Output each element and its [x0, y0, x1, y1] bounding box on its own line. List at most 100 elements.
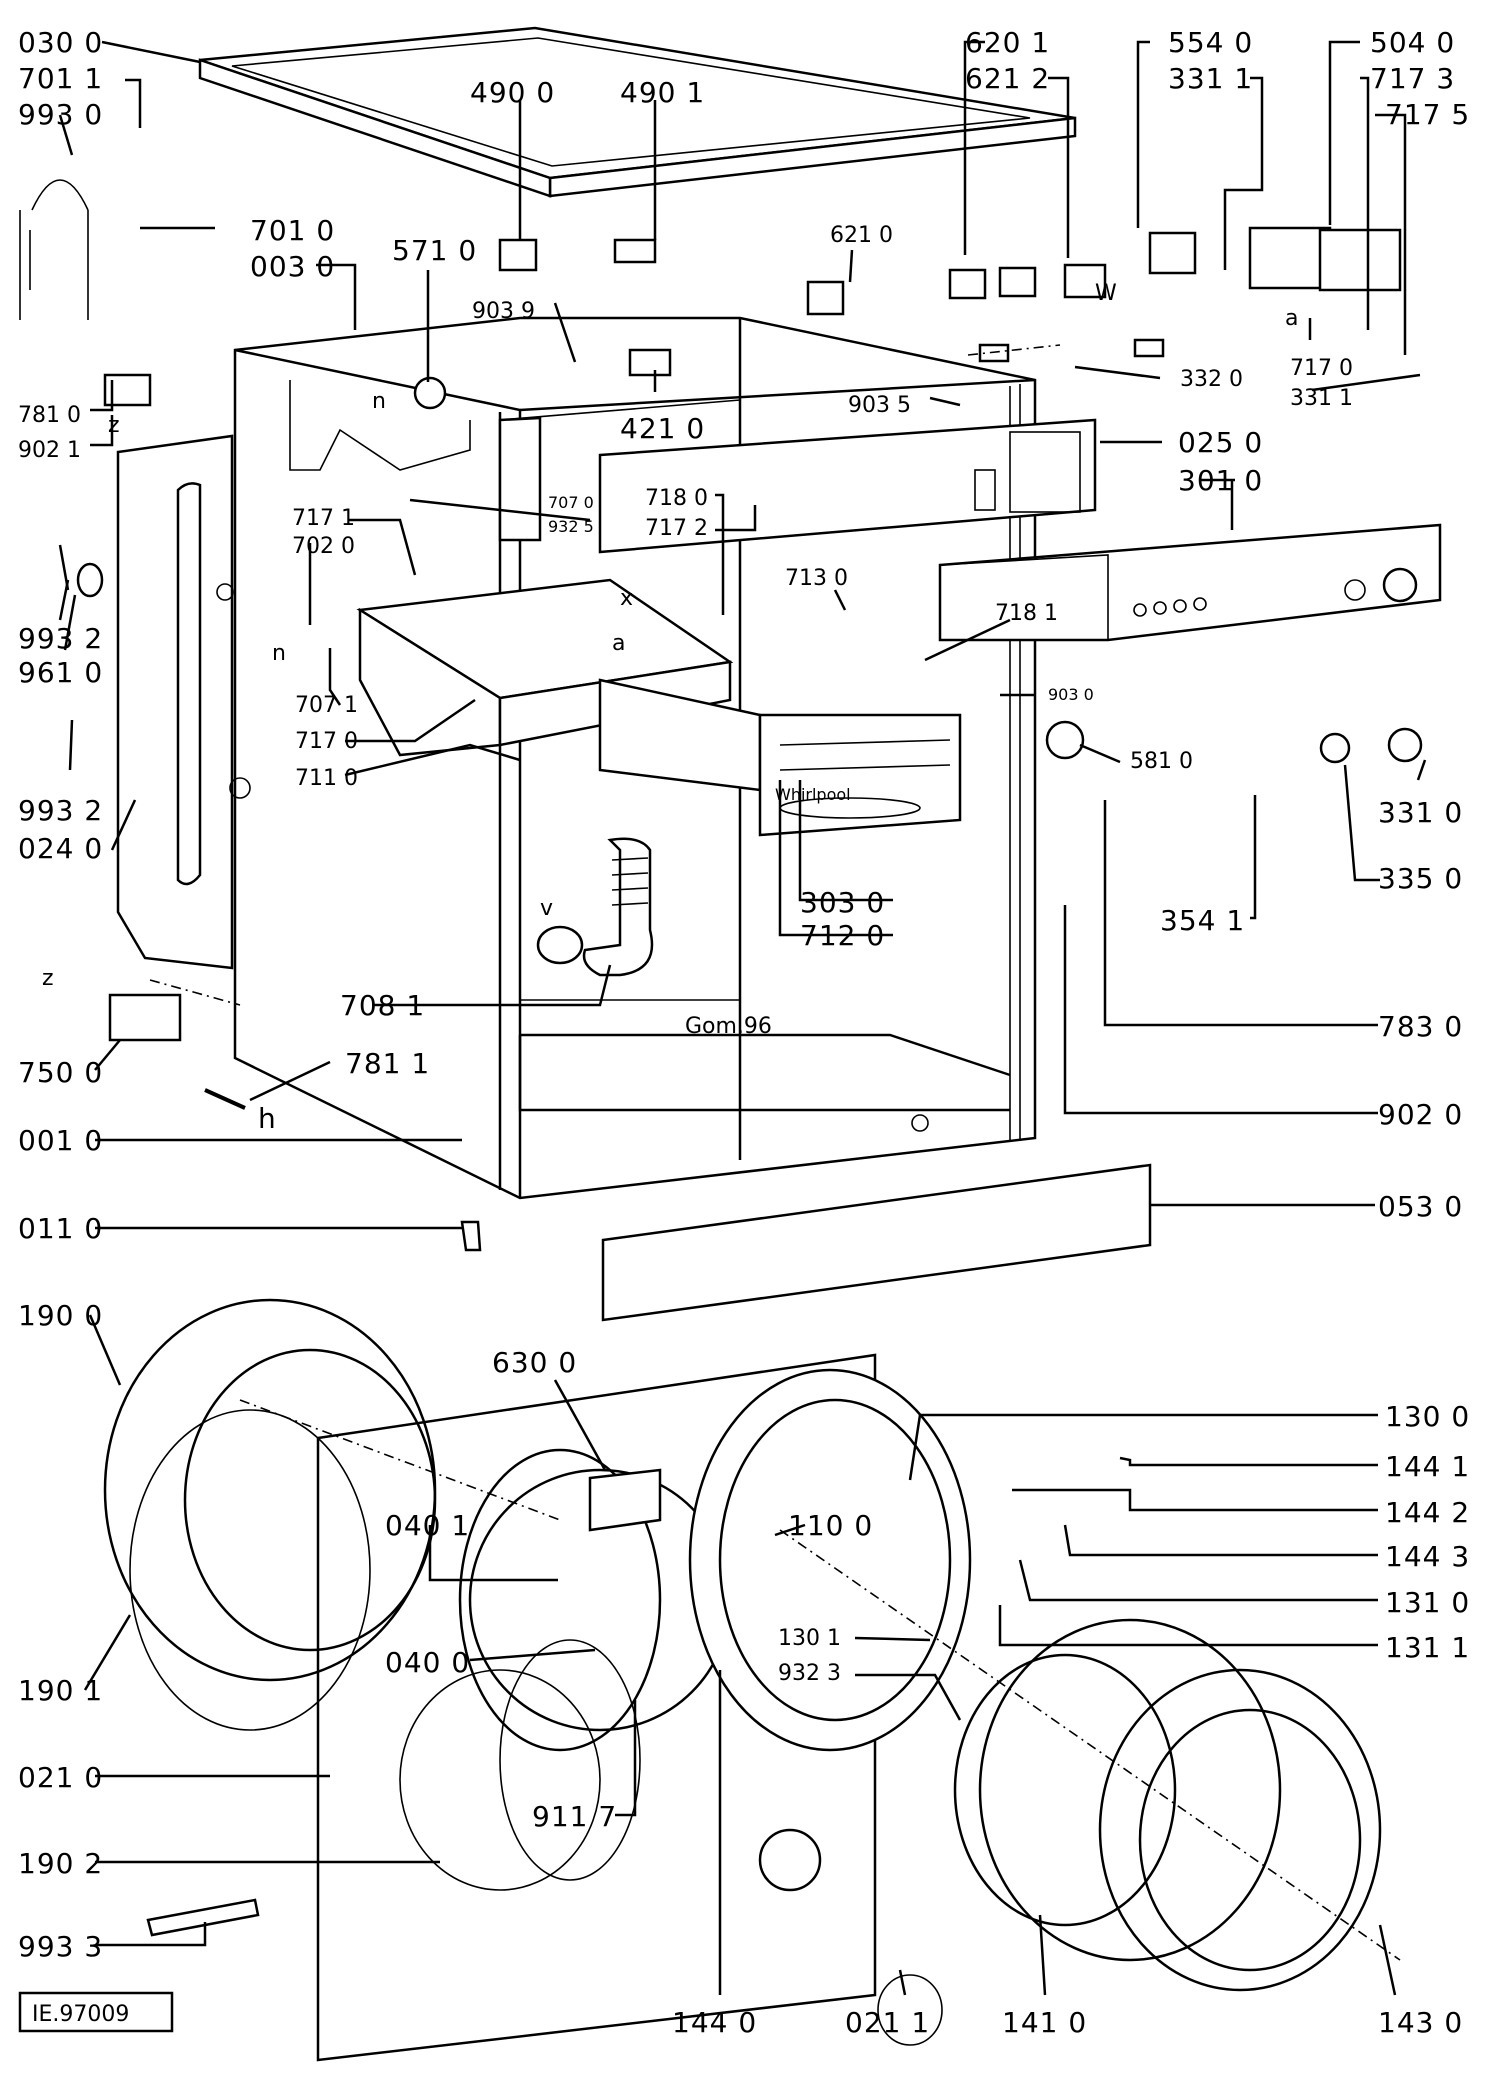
label-717-5: 717 5	[1385, 98, 1470, 131]
stamp-date: Gom.96	[685, 1014, 772, 1039]
label-131-1: 131 1	[1385, 1631, 1470, 1664]
label-902-0: 902 0	[1378, 1098, 1463, 1131]
label-717-0-right: 717 0	[1290, 356, 1353, 381]
label-781-1: 781 1	[345, 1047, 430, 1080]
label-490-0: 490 0	[470, 76, 555, 109]
label-581-0: 581 0	[1130, 749, 1193, 774]
drain-hose-part	[536, 837, 654, 977]
label-554-0: 554 0	[1168, 26, 1253, 59]
small-parts	[19, 179, 1423, 2046]
label-110-0: 110 0	[788, 1509, 873, 1542]
label-190-0: 190 0	[18, 1299, 103, 1332]
label-701-0: 701 0	[250, 214, 335, 247]
label-701-1: 701 1	[18, 62, 103, 95]
marker-w: W	[1095, 281, 1117, 306]
marker-z-left: z	[42, 966, 54, 991]
label-144-1: 144 1	[1385, 1450, 1470, 1483]
label-571-0: 571 0	[392, 234, 477, 267]
label-130-0: 130 0	[1385, 1400, 1470, 1433]
label-783-0: 783 0	[1378, 1010, 1463, 1043]
label-190-2: 190 2	[18, 1847, 103, 1880]
label-707-1: 707 1	[295, 693, 358, 718]
label-011-0: 011 0	[18, 1212, 103, 1245]
label-003-0: 003 0	[250, 250, 335, 283]
label-621-2: 621 2	[965, 62, 1050, 95]
label-131-0: 131 0	[1385, 1586, 1470, 1619]
reference-code-box: IE.97009	[18, 1991, 174, 2033]
label-301-0: 301 0	[1178, 464, 1263, 497]
plinth-part	[601, 1163, 1152, 1322]
label-620-1: 620 1	[965, 26, 1050, 59]
label-144-3: 144 3	[1385, 1540, 1470, 1573]
label-993-3: 993 3	[18, 1930, 103, 1963]
drum-part	[103, 1298, 437, 1731]
label-781-0: 781 0	[18, 403, 81, 428]
label-141-0: 141 0	[1002, 2006, 1087, 2039]
label-030-0: 030 0	[18, 26, 103, 59]
marker-h: h	[258, 1102, 277, 1135]
label-717-0: 717 0	[295, 729, 358, 754]
label-143-0: 143 0	[1378, 2006, 1463, 2039]
marker-v: v	[540, 896, 553, 921]
label-024-0: 024 0	[18, 832, 103, 865]
label-993-0: 993 0	[18, 98, 103, 131]
label-053-0: 053 0	[1378, 1190, 1463, 1223]
label-130-1: 130 1	[778, 1626, 841, 1651]
axis-dashes	[149, 344, 1401, 1961]
detergent-dispenser-part: Whirlpool	[356, 578, 962, 837]
label-421-0: 421 0	[620, 412, 705, 445]
label-190-1: 190 1	[18, 1674, 103, 1707]
label-993-2-top: 993 2	[18, 622, 103, 655]
label-961-0: 961 0	[18, 656, 103, 689]
label-718-1: 718 1	[995, 601, 1058, 626]
label-504-0: 504 0	[1370, 26, 1455, 59]
label-717-1: 717 1	[292, 506, 355, 531]
label-707-0: 707 0	[548, 493, 594, 512]
label-903-0: 903 0	[1048, 685, 1094, 704]
label-025-0: 025 0	[1178, 426, 1263, 459]
marker-n-left: n	[272, 641, 286, 666]
label-911-7: 911 7	[532, 1800, 617, 1833]
label-932-5: 932 5	[548, 517, 594, 536]
label-712-0: 712 0	[800, 919, 885, 952]
marker-a-right: a	[1285, 306, 1298, 331]
label-040-1: 040 1	[385, 1509, 470, 1542]
label-303-0: 303 0	[800, 886, 885, 919]
side-panel-part	[116, 434, 251, 970]
label-932-3: 932 3	[778, 1661, 841, 1686]
label-001-0: 001 0	[18, 1124, 103, 1157]
label-903-9: 903 9	[472, 299, 535, 324]
label-711-0: 711 0	[295, 766, 358, 791]
label-718-0: 718 0	[645, 486, 708, 511]
label-621-0: 621 0	[830, 223, 893, 248]
stamp-brand: Whirlpool	[775, 785, 851, 804]
label-702-0: 702 0	[292, 534, 355, 559]
label-331-1-top: 331 1	[1168, 62, 1253, 95]
label-750-0: 750 0	[18, 1056, 103, 1089]
label-993-2-bottom: 993 2	[18, 794, 103, 827]
label-021-0: 021 0	[18, 1761, 103, 1794]
label-335-0: 335 0	[1378, 862, 1463, 895]
marker-z-top: z	[108, 413, 120, 438]
label-332-0: 332 0	[1180, 367, 1243, 392]
leader-lines	[58, 40, 1427, 1996]
marker-x: x	[620, 586, 633, 611]
label-713-0: 713 0	[785, 566, 848, 591]
door-ring-part	[688, 1368, 1382, 1992]
label-717-2: 717 2	[645, 516, 708, 541]
label-331-0: 331 0	[1378, 796, 1463, 829]
label-708-1: 708 1	[340, 989, 425, 1022]
label-354-1: 354 1	[1160, 904, 1245, 937]
top-cover-part	[198, 26, 1077, 198]
label-331-1-bottom: 331 1	[1290, 386, 1353, 411]
reference-code: IE.97009	[32, 2002, 129, 2027]
label-490-1: 490 1	[620, 76, 705, 109]
marker-a: a	[612, 631, 625, 656]
label-144-0: 144 0	[672, 2006, 757, 2039]
label-717-3: 717 3	[1370, 62, 1455, 95]
marker-n-top: n	[372, 389, 386, 414]
label-040-0: 040 0	[385, 1646, 470, 1679]
label-144-2: 144 2	[1385, 1496, 1470, 1529]
label-021-1: 021 1	[845, 2006, 930, 2039]
